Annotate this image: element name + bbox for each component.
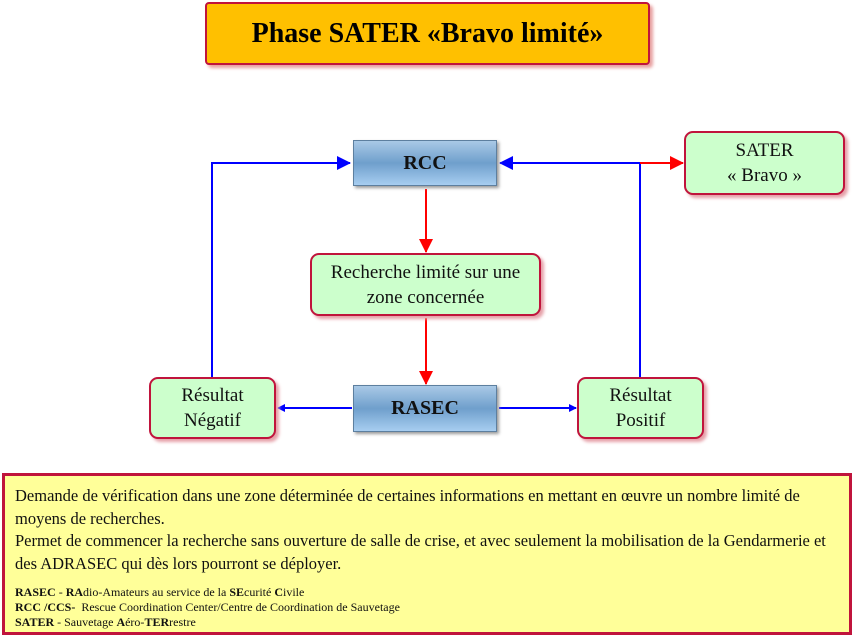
definitions-list: RASEC - RAdio-Amateurs au service de la … (15, 585, 839, 630)
definition-rcc: RCC /CCS- Rescue Coordination Center/Cen… (15, 600, 400, 614)
node-recherche-line1: Recherche limité sur une (330, 261, 521, 283)
node-recherche-line2: zone concernée (366, 286, 485, 308)
node-negatif-line2: Négatif (184, 410, 241, 431)
node-sater-bravo: SATER « Bravo » (684, 131, 845, 195)
definition-rasec: RASEC - RAdio-Amateurs au service de la … (15, 585, 305, 599)
info-paragraph-2: Permet de commencer la recherche sans ou… (15, 531, 826, 573)
node-rasec-label: RASEC (391, 397, 459, 419)
node-positif-line2: Positif (615, 410, 666, 431)
node-rcc-label: RCC (403, 151, 447, 174)
node-rasec: RASEC (353, 385, 497, 432)
info-box: Demande de vérification dans une zone dé… (2, 473, 852, 635)
node-positif-line1: Résultat (609, 385, 672, 406)
node-recherche: Recherche limité sur une zone concernée (310, 253, 541, 316)
node-sater-line2: « Bravo » (727, 165, 802, 186)
arrow-negatif-to-rcc (211, 156, 351, 377)
node-sater-line1: SATER (735, 140, 794, 161)
info-paragraph-1: Demande de vérification dans une zone dé… (15, 486, 800, 528)
definition-sater: SATER - Sauvetage Aéro-TERrestre (15, 615, 196, 629)
page-title: Phase SATER «Bravo limité» (205, 2, 650, 65)
node-rcc: RCC (353, 140, 497, 186)
node-negatif-line1: Résultat (181, 385, 244, 406)
node-resultat-positif: Résultat Positif (577, 377, 704, 439)
node-resultat-negatif: Résultat Négatif (149, 377, 276, 439)
